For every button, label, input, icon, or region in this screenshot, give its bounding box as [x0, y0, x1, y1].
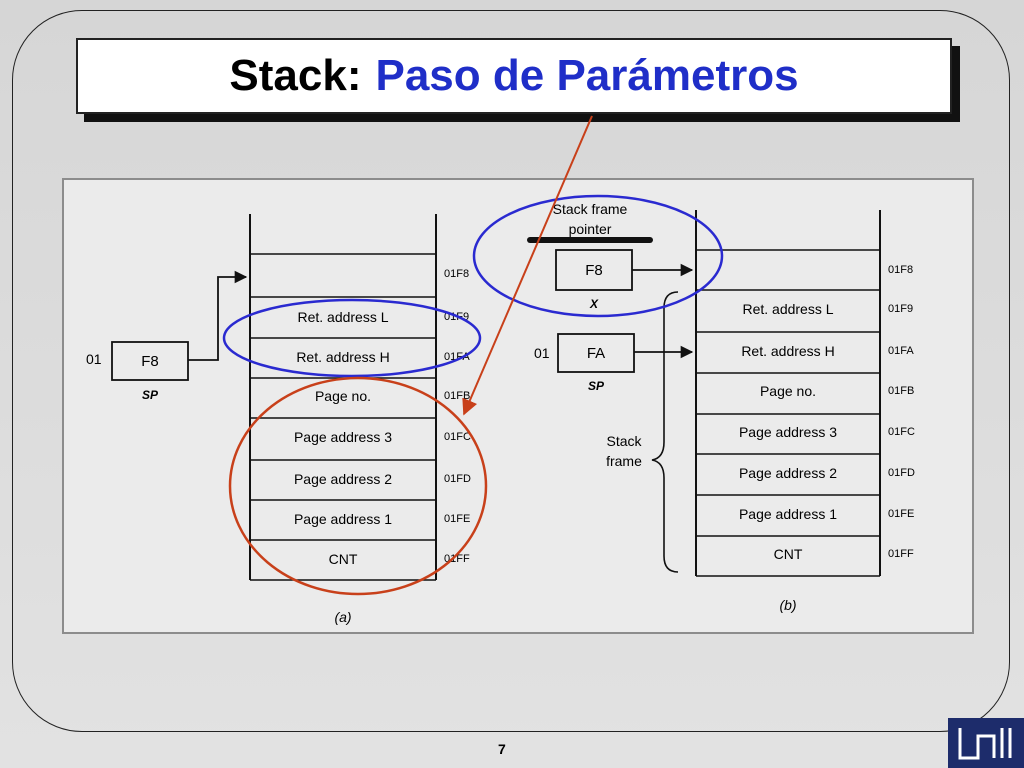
- stack-b-row: 01F8: [696, 249, 913, 276]
- stack-b-row: CNT 01FF: [696, 535, 914, 577]
- stack-b-address: 01FF: [888, 548, 914, 560]
- stack-a-row: 01F8: [250, 253, 469, 280]
- stack-figure: 01F8 Ret. address L 01F9 Ret. address H …: [62, 178, 974, 634]
- stack-frame-brace: [651, 291, 679, 573]
- frame-pointer-value: F8: [585, 262, 603, 279]
- sp-b-prefix: 01: [534, 345, 550, 361]
- stack-a-cell: Page no.: [315, 388, 371, 404]
- stack-b-address: 01FC: [888, 426, 915, 438]
- slide-title: Stack: Paso de Parámetros: [76, 38, 952, 114]
- university-logo: [948, 718, 1024, 768]
- stack-a-address: 01F8: [444, 268, 469, 280]
- caption-b: (b): [779, 597, 796, 613]
- stack-b-cell: Page address 1: [739, 506, 837, 522]
- sp-a-arrow: [188, 270, 248, 361]
- stack-a-cell: CNT: [329, 551, 358, 567]
- stack-a-rows: 01F8 Ret. address L 01F9 Ret. address H …: [250, 253, 471, 581]
- stack-diagrams: 01F8 Ret. address L 01F9 Ret. address H …: [86, 194, 915, 625]
- stack-a-address: 01FC: [444, 431, 471, 443]
- stack-b-row: Page no. 01FB: [696, 372, 914, 399]
- highlight-return-address: [222, 298, 482, 378]
- stack-frame-label-2: frame: [606, 453, 642, 469]
- stack-a-row: Page address 1 01FE: [250, 499, 470, 527]
- stack-b-cell: CNT: [774, 546, 803, 562]
- stack-b-rows: 01F8 Ret. address L 01F9 Ret. address H …: [696, 249, 915, 577]
- sp-b-register: [557, 333, 635, 373]
- slide-frame: [12, 10, 1010, 732]
- stack-b-address: 01FD: [888, 467, 915, 479]
- stack-a-cell: Ret. address H: [296, 349, 389, 365]
- annotation-arrow: [462, 115, 593, 416]
- caption-a: (a): [334, 609, 351, 625]
- stack-b-address: 01F9: [888, 303, 913, 315]
- stack-b-row: Ret. address L 01F9: [696, 289, 913, 317]
- diagram-b: 01F8 Ret. address L 01F9 Ret. address H …: [472, 194, 915, 613]
- frame-pointer-label-1: Stack frame: [553, 201, 628, 217]
- sp-b-label: SP: [588, 379, 605, 393]
- stack-a-cell: Ret. address L: [297, 309, 388, 325]
- stack-a-cell: Page address 2: [294, 471, 392, 487]
- stack-a-cell: Page address 1: [294, 511, 392, 527]
- stack-b-address: 01FA: [888, 345, 914, 357]
- stack-b-cell: Page address 2: [739, 465, 837, 481]
- stack-b-cell: Page no.: [760, 383, 816, 399]
- stack-a-address: 01FE: [444, 513, 470, 525]
- sp-a-register: [111, 341, 189, 381]
- stack-b-row: Page address 3 01FC: [696, 413, 915, 440]
- stack-b-address: 01FB: [888, 385, 914, 397]
- stack-a-cell: Page address 3: [294, 429, 392, 445]
- stack-a-row: Page address 3 01FC: [250, 417, 471, 445]
- stack-b-row: Ret. address H 01FA: [696, 331, 914, 359]
- stack-a-row: Ret. address H 01FA: [250, 337, 470, 365]
- frame-pointer-label-2: pointer: [569, 221, 612, 237]
- stack-b-row: Page address 1 01FE: [696, 494, 914, 522]
- highlight-parameters: [228, 376, 488, 596]
- stack-b-cell: Ret. address L: [742, 301, 833, 317]
- stack-b-row: Page address 2 01FD: [696, 453, 915, 481]
- title-stack: Stack:: [229, 51, 362, 100]
- stack-a-address: 01FA: [444, 351, 470, 363]
- stack-b-address: 01F8: [888, 264, 913, 276]
- sp-a-prefix: 01: [86, 351, 102, 367]
- stack-b-address: 01FE: [888, 508, 914, 520]
- stack-a-address: 01FD: [444, 473, 471, 485]
- stack-b-cell: Ret. address H: [741, 343, 834, 359]
- diagram-a: 01F8 Ret. address L 01F9 Ret. address H …: [86, 214, 488, 625]
- page-number: 7: [498, 741, 506, 757]
- stack-b-cell: Page address 3: [739, 424, 837, 440]
- title-subject: Paso de Parámetros: [375, 51, 799, 100]
- highlight-frame-pointer: [472, 194, 724, 318]
- stack-frame-label-1: Stack: [606, 433, 642, 449]
- stack-a-row: Page address 2 01FD: [250, 459, 471, 487]
- sp-a-label: SP: [142, 388, 159, 402]
- frame-pointer-register-label: X: [589, 297, 599, 311]
- sp-a-value: F8: [141, 353, 159, 370]
- sp-b-value: FA: [587, 345, 605, 362]
